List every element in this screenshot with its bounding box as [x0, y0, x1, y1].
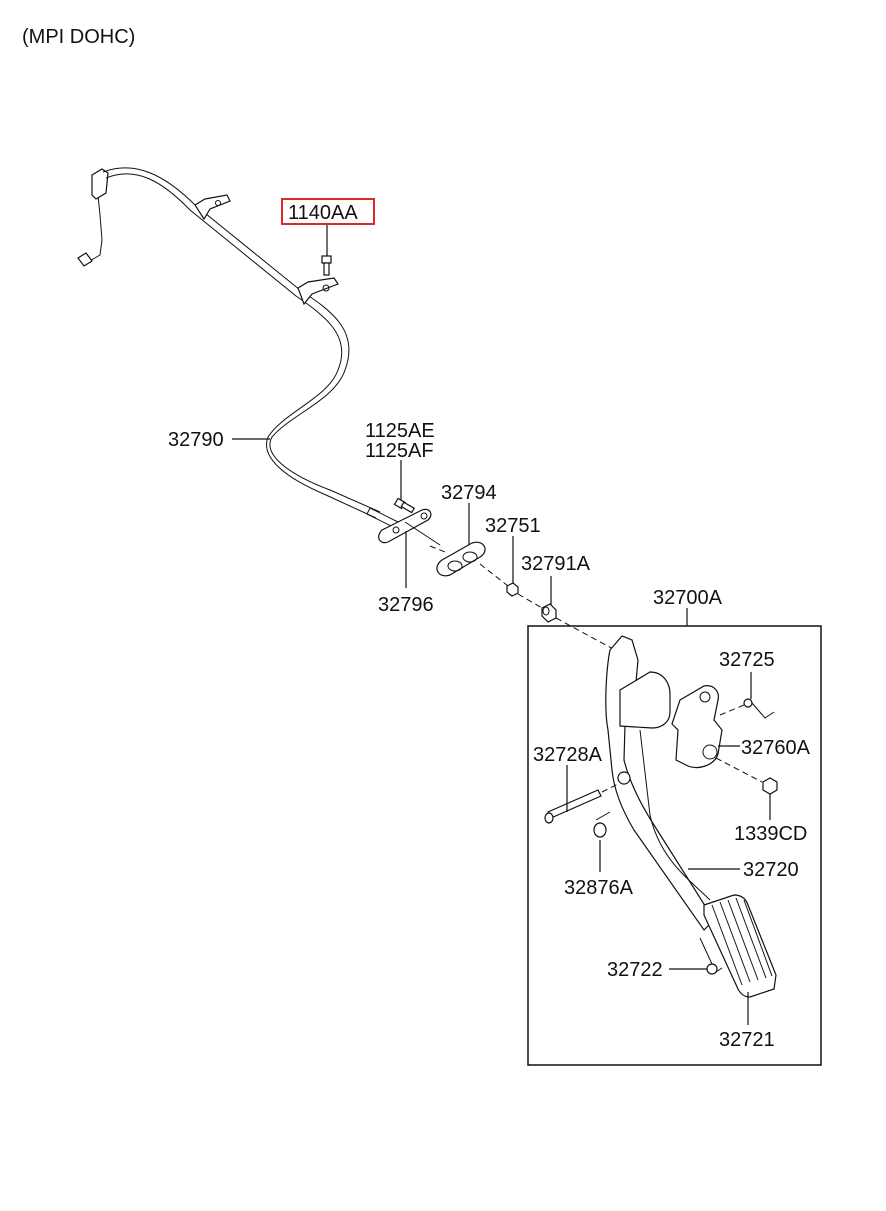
nut-1339CD[interactable]	[762, 777, 778, 795]
nut-32751[interactable]	[506, 582, 519, 597]
grommet-32794[interactable]	[436, 541, 486, 577]
label-32700A[interactable]: 32700A	[653, 587, 723, 609]
label-32720[interactable]: 32720	[743, 859, 799, 881]
label-32794[interactable]: 32794	[441, 482, 497, 504]
bracket-32796[interactable]	[378, 508, 441, 546]
label-32760A[interactable]: 32760A	[741, 737, 811, 759]
cable-end-fitting	[91, 168, 109, 200]
pin-32728A[interactable]	[544, 783, 619, 824]
cable-clamp-lower	[297, 277, 339, 306]
label-1125AF[interactable]: 1125AF	[365, 440, 434, 462]
label-32722[interactable]: 32722	[607, 959, 663, 981]
label-1125AE[interactable]: 1125AE	[365, 420, 435, 442]
label-32876A[interactable]: 32876A	[564, 877, 634, 899]
label-32790[interactable]: 32790	[168, 429, 224, 451]
assembly-box-32700A	[527, 625, 822, 1066]
pedal-pad-32721[interactable]	[703, 894, 777, 998]
bracket-32760A[interactable]	[671, 685, 723, 769]
bushing-32791A[interactable]	[541, 603, 557, 623]
clip-32876A[interactable]	[593, 811, 611, 838]
label-32725[interactable]: 32725	[719, 649, 775, 671]
label-1140AA[interactable]: 1140AA	[288, 202, 358, 224]
pedal-arm-32720[interactable]	[605, 635, 715, 931]
pivot-bushing	[617, 771, 631, 785]
label-32751[interactable]: 32751	[485, 515, 541, 537]
spring-32725[interactable]	[719, 698, 775, 719]
accelerator-cable[interactable]	[77, 167, 399, 529]
bolt-1140AA[interactable]	[321, 255, 332, 276]
label-1339CD[interactable]: 1339CD	[734, 823, 807, 845]
label-32721[interactable]: 32721	[719, 1029, 775, 1051]
label-32796[interactable]: 32796	[378, 594, 434, 616]
label-32791A[interactable]: 32791A	[521, 553, 591, 575]
bolt-1125AE[interactable]	[393, 497, 416, 514]
pedal-pivot-housing	[619, 671, 671, 729]
variant-title: (MPI DOHC)	[22, 26, 135, 48]
highlight-box-1140AA	[281, 198, 375, 225]
label-32728A[interactable]: 32728A	[533, 744, 603, 766]
leader-lines	[232, 224, 771, 1025]
spring-32722[interactable]	[699, 937, 723, 975]
cable-lead	[87, 194, 103, 263]
cable-connector	[77, 252, 93, 267]
cable-clamp-upper	[194, 194, 231, 221]
